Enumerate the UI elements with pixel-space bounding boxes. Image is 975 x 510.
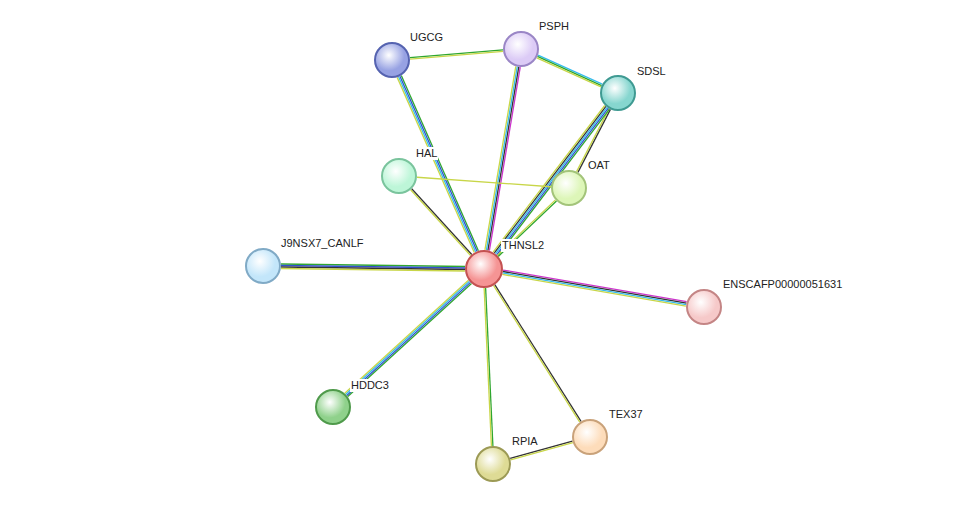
interaction-edge (497, 200, 556, 257)
evidence-stripe (410, 51, 503, 59)
node-label: THNSL2 (501, 239, 545, 252)
node-label: PSPH (538, 20, 570, 33)
evidence-stripe (494, 106, 606, 253)
node-label: OAT (587, 159, 611, 172)
protein-node: HAL (381, 158, 417, 194)
evidence-stripe (346, 281, 470, 394)
evidence-stripe (410, 50, 503, 58)
node-label: HDDC3 (350, 379, 390, 392)
node-label: SDSL (636, 65, 667, 78)
evidence-stripe (498, 201, 556, 256)
evidence-stripe (412, 189, 472, 255)
interaction-edge (493, 106, 609, 256)
protein-node: SDSL (600, 75, 636, 111)
protein-node: RPIA (475, 446, 511, 482)
evidence-stripe (497, 108, 609, 255)
node-label: TEX37 (608, 408, 644, 421)
evidence-stripe (496, 107, 608, 254)
evidence-stripe (486, 67, 517, 251)
interaction-edge (410, 50, 503, 59)
evidence-stripe (502, 274, 686, 306)
protein-node: OAT (551, 170, 587, 206)
protein-node: HDDC3 (315, 389, 351, 425)
interaction-edge (411, 189, 472, 256)
evidence-stripe (537, 56, 601, 85)
evidence-stripe (484, 288, 491, 446)
node-label: HAL (415, 147, 438, 160)
protein-node: PSPH (503, 31, 539, 67)
evidence-stripe (485, 66, 516, 250)
interaction-edge (484, 288, 493, 446)
evidence-stripe (348, 283, 472, 396)
evidence-stripe (494, 285, 580, 422)
evidence-stripe (497, 200, 555, 255)
node-label: RPIA (511, 435, 539, 448)
evidence-stripe (503, 273, 687, 305)
evidence-stripe (488, 67, 519, 251)
evidence-stripe (503, 270, 687, 302)
evidence-stripe (498, 109, 610, 256)
evidence-stripe (486, 288, 493, 446)
protein-node: TEX37 (572, 419, 608, 455)
evidence-stripe (411, 190, 471, 256)
evidence-stripe (537, 58, 601, 87)
evidence-stripe (417, 177, 551, 186)
evidence-stripe (345, 280, 469, 393)
interaction-edge (345, 280, 472, 396)
protein-node: UGCG (374, 42, 410, 78)
interaction-edge (494, 285, 582, 423)
node-label: J9NSX7_CANLF (280, 237, 365, 250)
node-label: ENSCAFP00000051631 (722, 278, 843, 291)
interaction-edge (281, 264, 465, 271)
protein-node: THNSL2 (465, 250, 503, 288)
evidence-stripe (538, 55, 602, 84)
evidence-stripe (401, 76, 478, 251)
interaction-edge (537, 55, 602, 87)
evidence-stripe (503, 271, 687, 303)
interaction-edge (502, 270, 686, 306)
node-label: UGCG (409, 31, 444, 44)
evidence-stripe (347, 282, 471, 395)
protein-node: J9NSX7_CANLF (245, 248, 281, 284)
evidence-stripe (495, 285, 581, 422)
protein-node: ENSCAFP00000051631 (686, 289, 722, 325)
interaction-edge (417, 177, 551, 186)
evidence-stripe (493, 106, 605, 253)
evidence-stripe (281, 268, 465, 270)
